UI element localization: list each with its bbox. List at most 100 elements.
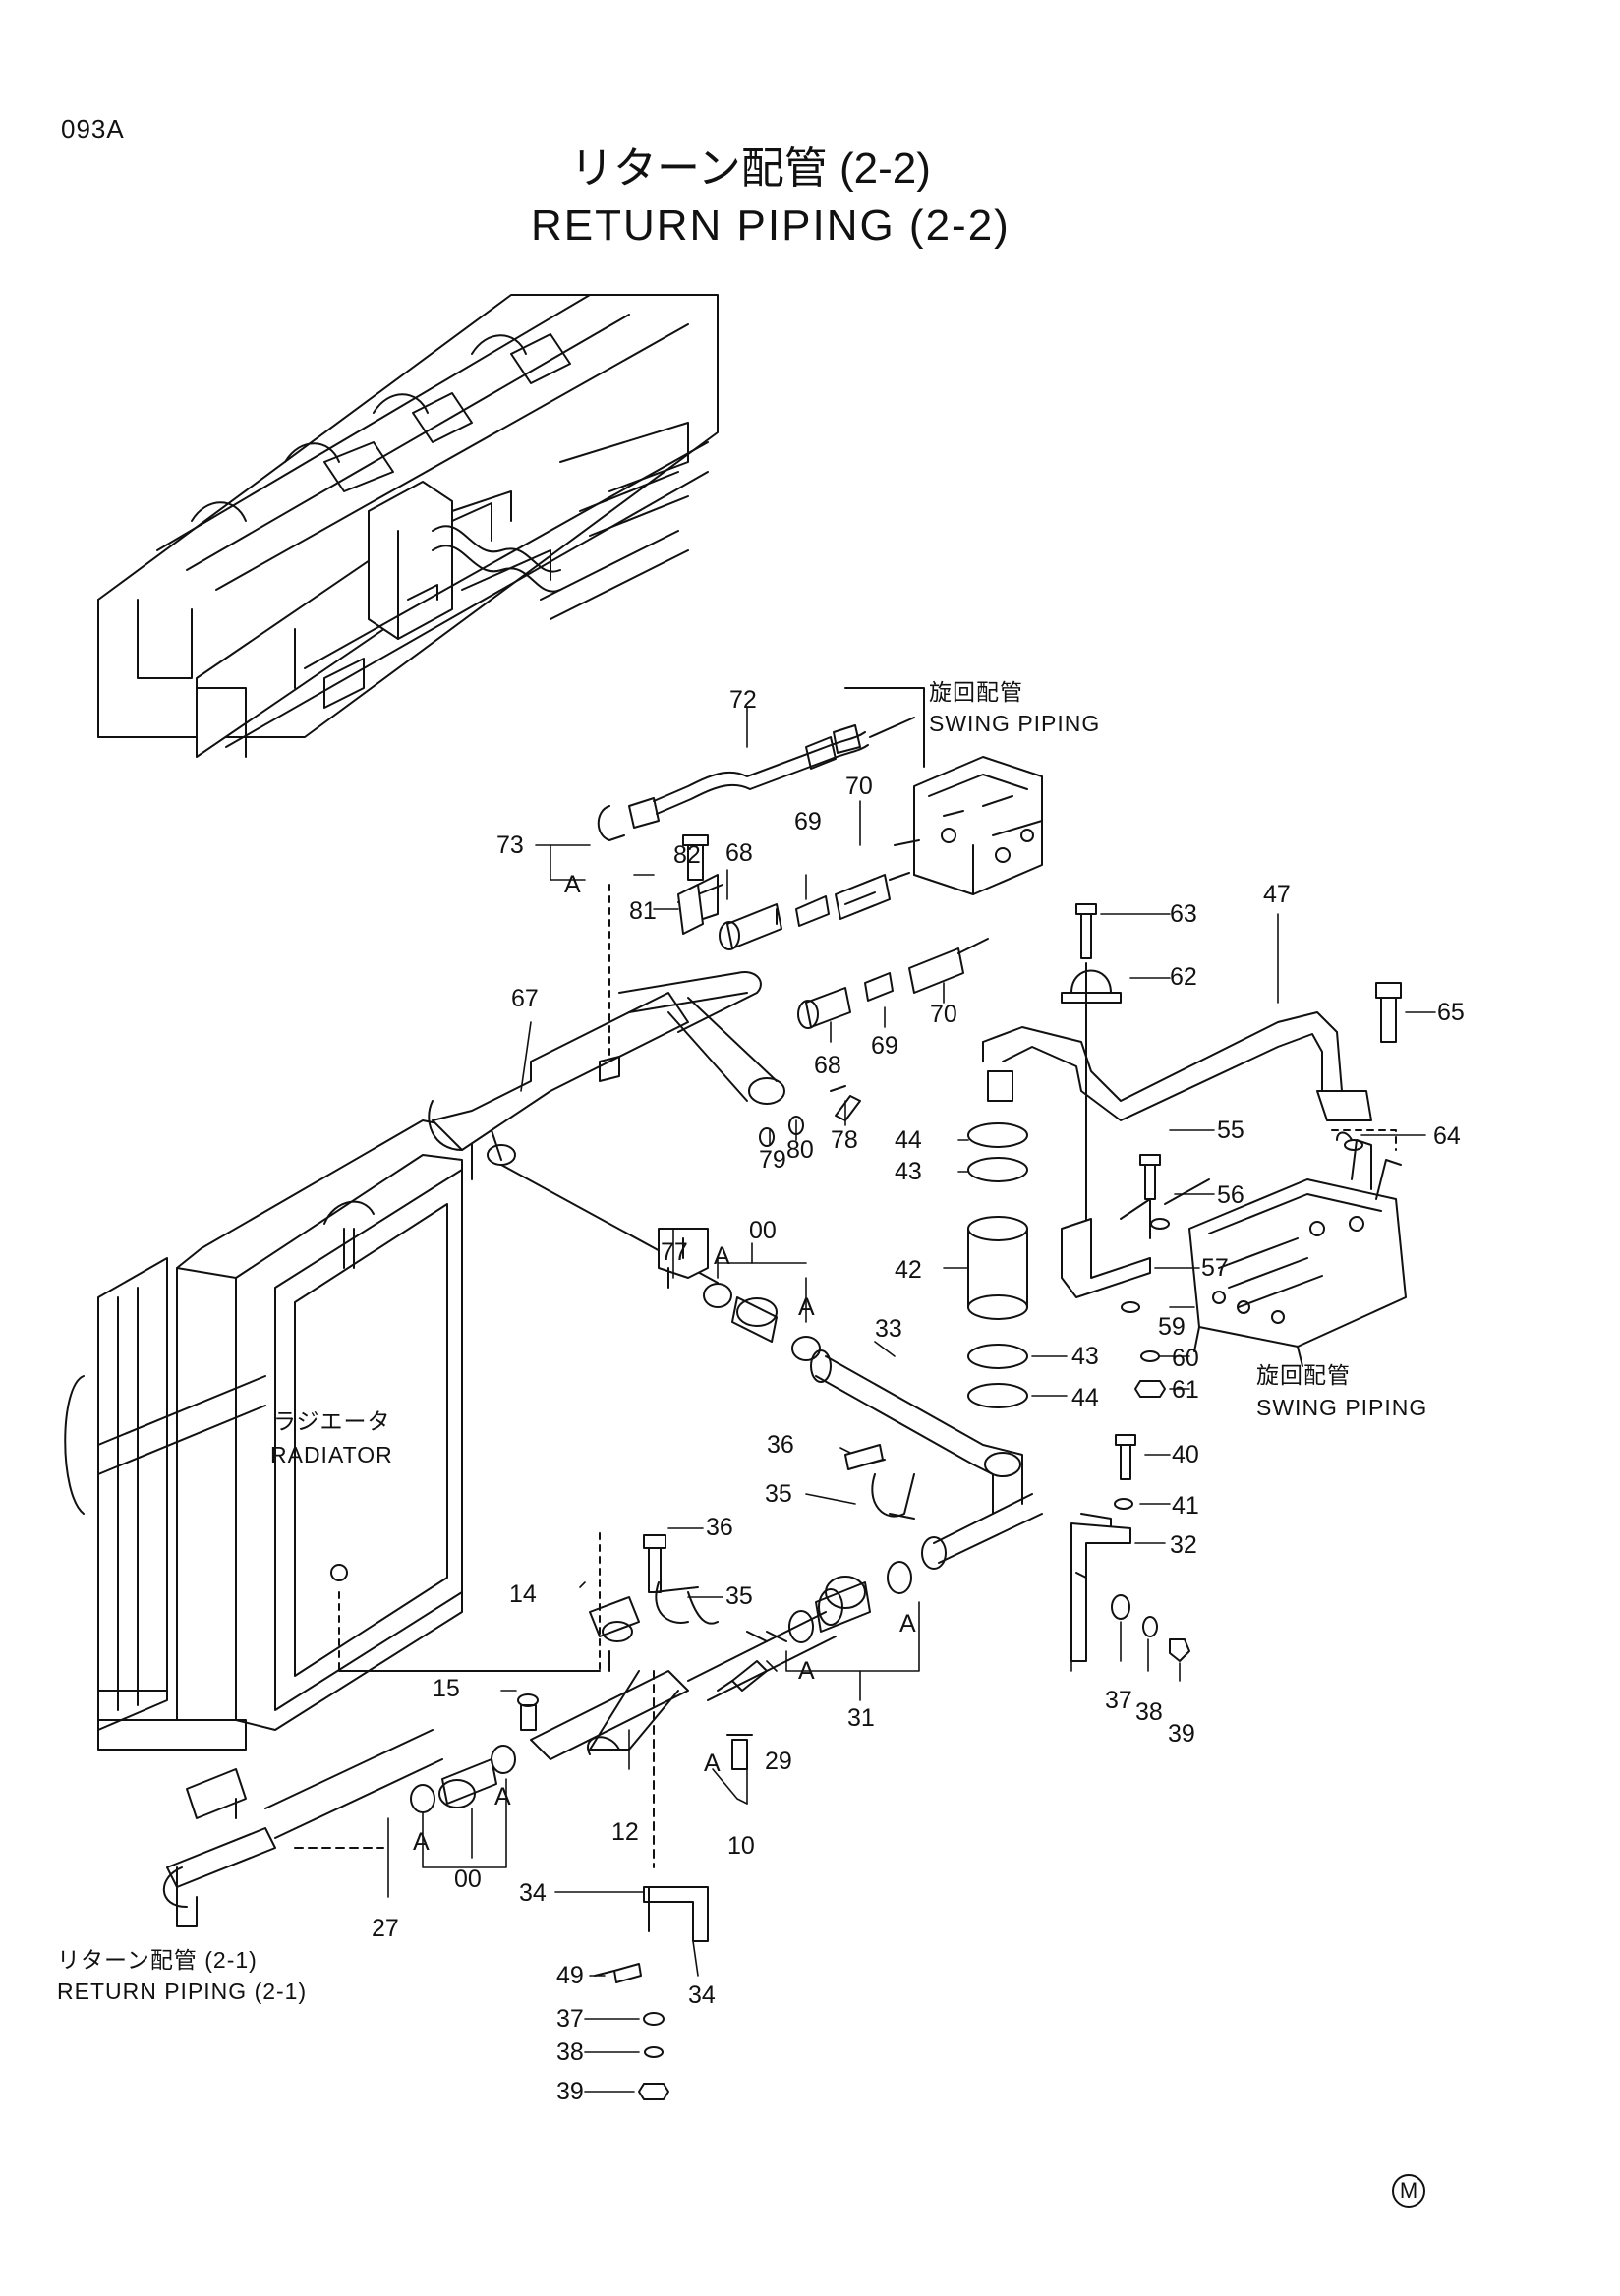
part-number: 39	[556, 2078, 584, 2105]
part-number: 31	[847, 1704, 875, 1732]
swing-piping-valve-top	[894, 756, 1043, 895]
part-number: 29	[765, 1748, 792, 1775]
swing-piping-label-top-jp: 旋回配管	[929, 679, 1023, 705]
ref-mark-a: A	[798, 1293, 815, 1321]
bracket-34	[643, 1670, 709, 1942]
ref-mark-a: A	[704, 1750, 721, 1777]
radiator-label-en: RADIATOR	[270, 1442, 393, 1467]
part-number: 69	[871, 1032, 898, 1060]
part-number: 69	[794, 808, 822, 835]
part-number: 15	[433, 1675, 460, 1702]
fittings-68-69-70-upper	[677, 872, 910, 950]
part-number: 38	[1135, 1698, 1163, 1726]
part-number: 57	[1201, 1254, 1229, 1282]
part-number: 35	[725, 1582, 753, 1610]
bracket-57	[1061, 1198, 1151, 1298]
part-number: 73	[496, 832, 524, 859]
part-number: 00	[454, 1866, 482, 1893]
bracket-62	[1061, 903, 1122, 1230]
part-number: 56	[1217, 1181, 1244, 1209]
part-number: 80	[786, 1136, 814, 1164]
coupler-00-upper	[703, 1283, 821, 1361]
return-piping-2-1-label-jp: リターン配管 (2-1)	[57, 1947, 258, 1973]
fittings-68-69-70-lower	[797, 938, 989, 1029]
ref-mark-a: A	[714, 1242, 730, 1270]
page-code: 093A	[61, 114, 125, 144]
fittings-29-10	[717, 1660, 768, 1770]
part-number: 61	[1172, 1376, 1199, 1404]
part-number: 72	[729, 686, 757, 714]
part-number: 62	[1170, 963, 1197, 991]
pipe-12-assembly	[530, 1588, 843, 1760]
part-number: 27	[372, 1915, 399, 1942]
coupler-00-lower	[410, 1745, 516, 1813]
ref-mark-a: A	[798, 1657, 815, 1685]
part-number: 79	[759, 1146, 786, 1174]
part-number: 60	[1172, 1345, 1199, 1372]
part-number: 00	[749, 1217, 777, 1244]
part-number: 55	[1217, 1117, 1244, 1144]
part-number: 67	[511, 985, 539, 1012]
part-number: 36	[706, 1514, 733, 1541]
radiator-illustration	[64, 1119, 601, 1751]
pipe-47	[982, 1011, 1372, 1121]
part-number: 12	[611, 1818, 639, 1846]
part-number: 42	[895, 1256, 922, 1284]
part-number: 39	[1168, 1720, 1195, 1748]
swing-piping-valve-right	[1188, 1131, 1407, 1367]
upper-frame-illustration	[97, 294, 719, 758]
part-number: 70	[845, 773, 873, 800]
part-number: 37	[556, 2005, 584, 2033]
return-piping-2-1-fragment	[162, 1729, 443, 1927]
part-number: 47	[1263, 881, 1291, 908]
page-title-japanese: リターン配管 (2-2)	[570, 144, 931, 193]
part-number: 78	[831, 1126, 858, 1154]
hose-72	[597, 687, 925, 841]
part-number: 81	[629, 897, 657, 925]
bracket-32	[1070, 1513, 1131, 1662]
hardware-right-column	[1114, 982, 1402, 1510]
part-number: 59	[1158, 1313, 1186, 1341]
ref-mark-a: A	[564, 871, 581, 898]
part-number: 37	[1105, 1687, 1132, 1714]
part-number: 34	[519, 1879, 547, 1907]
part-number: 33	[875, 1315, 902, 1343]
part-number: 36	[767, 1431, 794, 1459]
part-number: 77	[661, 1238, 688, 1266]
ref-mark-a: A	[494, 1783, 511, 1810]
part-number: 41	[1172, 1492, 1199, 1520]
part-number: 82	[673, 841, 701, 869]
part-number: 10	[727, 1832, 755, 1860]
hardware-37-38-39-right	[1111, 1594, 1190, 1662]
part-number: 40	[1172, 1441, 1199, 1468]
corner-mark: M	[1392, 2174, 1425, 2208]
part-number: 68	[814, 1052, 841, 1079]
hose-31-assembly	[788, 1561, 912, 1643]
part-number: 43	[895, 1158, 922, 1185]
leader-lines	[387, 707, 1436, 2093]
swing-piping-label-top-en: SWING PIPING	[929, 711, 1101, 736]
part-number: 38	[556, 2038, 584, 2066]
part-number: 44	[895, 1126, 922, 1154]
ref-mark-a: A	[413, 1828, 430, 1856]
ref-mark-a: A	[899, 1610, 916, 1637]
pipe-33	[810, 1349, 1043, 1570]
part-number: 32	[1170, 1531, 1197, 1559]
hose-42-assembly	[967, 1122, 1028, 1408]
bolts-misc	[517, 834, 1397, 1731]
part-number: 44	[1071, 1384, 1099, 1411]
part-number: 70	[930, 1001, 957, 1028]
pipe-67	[428, 884, 785, 1284]
part-number: 64	[1433, 1122, 1461, 1150]
swing-piping-label-right-en: SWING PIPING	[1256, 1395, 1428, 1420]
page-title-english: RETURN PIPING (2-2)	[531, 201, 1011, 250]
swing-piping-label-right-jp: 旋回配管	[1256, 1362, 1351, 1388]
part-number: 68	[725, 839, 753, 867]
part-number: 34	[688, 1981, 716, 2009]
part-number: 35	[765, 1480, 792, 1508]
hardware-37-38-39-lower	[594, 1963, 669, 2100]
part-number: 49	[556, 1962, 584, 1989]
part-number: 63	[1170, 900, 1197, 928]
